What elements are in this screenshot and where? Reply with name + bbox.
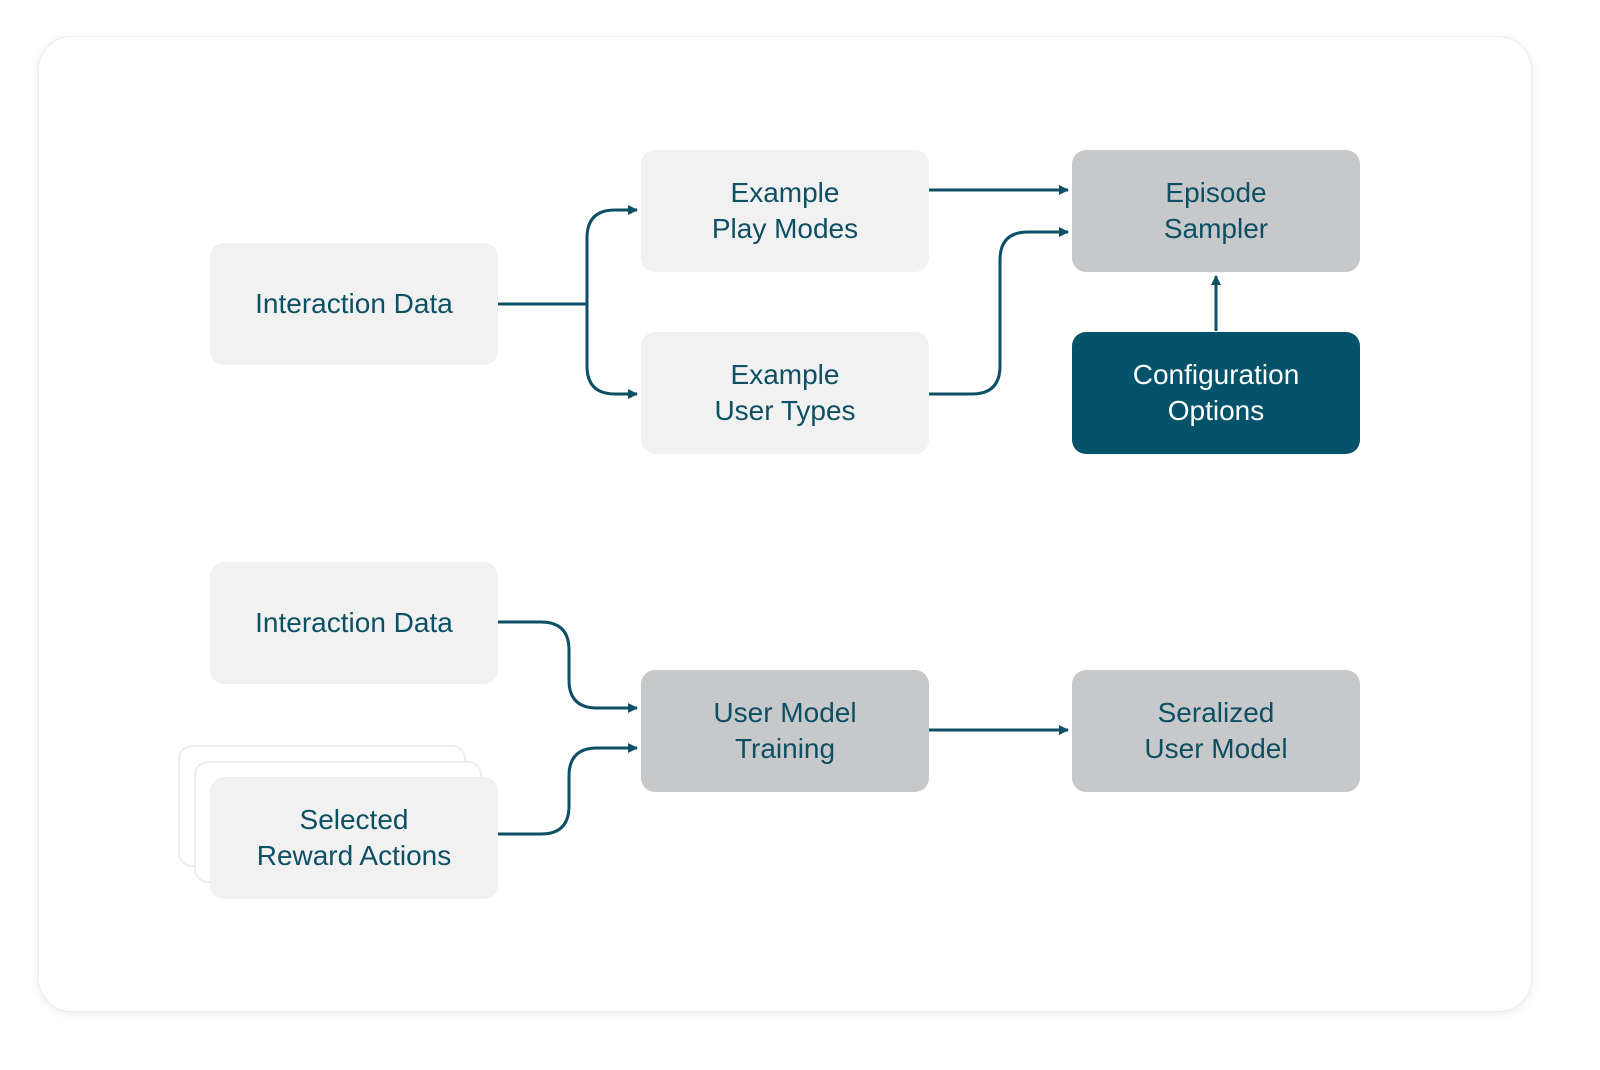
connector-interaction-to-training: [497, 620, 638, 713]
serialized-user-model-box: Seralized User Model: [1072, 670, 1360, 792]
episode-sampler-line1: Episode: [1165, 177, 1267, 208]
configuration-options-line2: Options: [1167, 395, 1265, 426]
serialized-user-model-line2: User Model: [1144, 733, 1288, 764]
user-model-training-line1: User Model: [713, 697, 857, 728]
selected-reward-actions-line2: Reward Actions: [256, 840, 452, 871]
interaction-data-box-bottom: Interaction Data: [210, 562, 498, 684]
serialized-user-model-line1: Seralized: [1157, 697, 1275, 728]
selected-reward-actions-box: Selected Reward Actions: [210, 777, 498, 899]
user-model-training-line2: Training: [734, 733, 836, 764]
interaction-data-box-top: Interaction Data: [210, 243, 498, 365]
example-play-modes-line1: Example: [730, 177, 840, 208]
interaction-data-label: Interaction Data: [255, 288, 453, 319]
example-play-modes-box: Example Play Modes: [641, 150, 929, 272]
example-play-modes-line2: Play Modes: [711, 213, 859, 244]
selected-reward-actions-line1: Selected: [299, 804, 409, 835]
example-user-types-line1: Example: [730, 359, 840, 390]
connector-user-types-to-episode-sampler: [928, 227, 1069, 396]
example-user-types-line2: User Types: [714, 395, 856, 426]
example-user-types-box: Example User Types: [641, 332, 929, 454]
connector-reward-actions-to-training: [497, 743, 638, 836]
configuration-options-line1: Configuration: [1132, 359, 1300, 390]
episode-sampler-box: Episode Sampler: [1072, 150, 1360, 272]
connector-interaction-to-user-types: [585, 304, 638, 399]
user-model-training-box: User Model Training: [641, 670, 929, 792]
connector-interaction-to-play-modes: [495, 205, 638, 306]
interaction-data-label: Interaction Data: [255, 607, 453, 638]
episode-sampler-line2: Sampler: [1163, 213, 1269, 244]
configuration-options-box: Configuration Options: [1072, 332, 1360, 454]
